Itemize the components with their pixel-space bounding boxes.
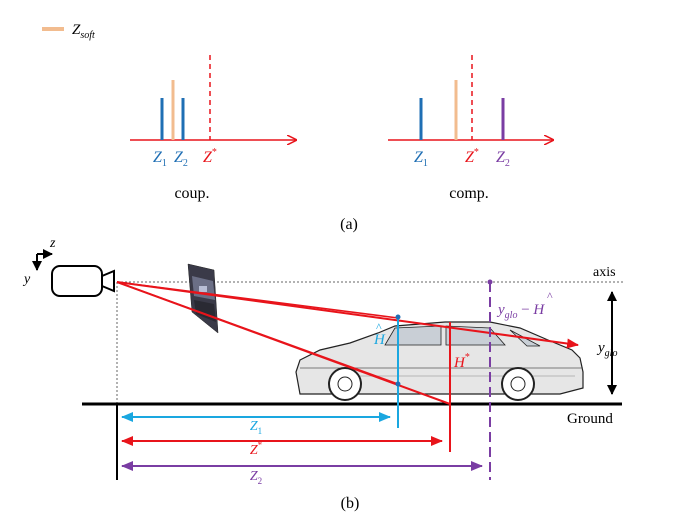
z1-distance-label: Z1 <box>250 419 262 436</box>
legend-label: Zsoft <box>72 22 95 41</box>
comp-z1-label: Z1 <box>414 149 428 169</box>
legend: Zsoft <box>42 22 95 41</box>
coup-z1-label: Z1 <box>153 149 167 169</box>
ground-label: Ground <box>567 411 613 427</box>
z2-distance-label: Z2 <box>250 469 262 486</box>
comp-z2-label: Z2 <box>496 149 510 169</box>
coup-caption: coup. <box>174 185 209 202</box>
yglo-minus-hhat-label: yglo − H <box>496 302 545 321</box>
panel-a-caption: (a) <box>340 216 358 233</box>
ray-to-image-top <box>116 281 399 319</box>
coordinate-frame: z y <box>22 236 56 287</box>
coord-z-label: z <box>49 236 56 251</box>
panel-a-coup: Z1 Z2 Z* coup. <box>130 55 296 202</box>
svg-text:^: ^ <box>547 289 553 303</box>
svg-text:^: ^ <box>376 320 382 334</box>
panel-b: z y axis <box>22 236 624 486</box>
h-star-label: H* <box>453 352 470 371</box>
car-rear-wheel <box>501 367 535 401</box>
zstar-distance-label: Z* <box>250 440 263 458</box>
coup-zstar-label: Z* <box>203 147 217 166</box>
coord-y-label: y <box>22 272 31 287</box>
yglo-label: yglo <box>596 340 617 359</box>
camera-icon <box>51 265 115 297</box>
comp-caption: comp. <box>449 185 489 202</box>
ray-to-image-bottom <box>116 281 399 385</box>
image-plane-photo <box>187 263 219 334</box>
panel-a-comp: Z1 Z* Z2 comp. <box>388 55 553 202</box>
car-icon <box>295 321 584 401</box>
axis-label: axis <box>593 265 616 280</box>
comp-zstar-label: Z* <box>465 147 479 166</box>
car-front-wheel <box>328 367 362 401</box>
panel-b-caption: (b) <box>341 495 360 512</box>
h-hat-label: H <box>373 332 386 348</box>
coup-z2-label: Z2 <box>174 149 188 169</box>
